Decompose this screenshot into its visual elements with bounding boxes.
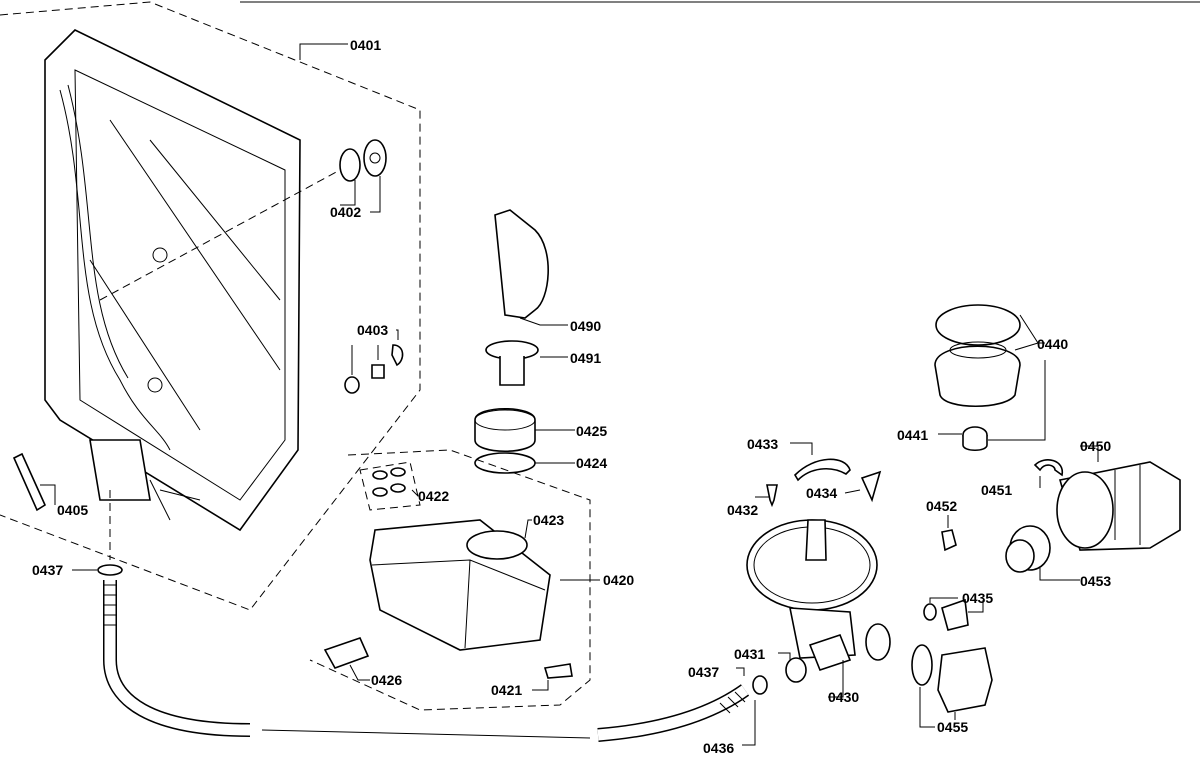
label-0425: 0425 (576, 423, 607, 439)
seals-0422 (372, 467, 406, 497)
lid-0425 (474, 407, 536, 453)
label-0405: 0405 (57, 502, 88, 518)
group-outline-0422 (359, 461, 421, 511)
label-0420: 0420 (603, 572, 634, 588)
valve-0426 (323, 637, 370, 669)
group-outline-0401 (0, 1, 421, 611)
impeller-0441 (962, 426, 988, 452)
label-0440: 0440 (1037, 336, 1068, 352)
label-0434: 0434 (806, 485, 837, 501)
label-0424: 0424 (576, 455, 607, 471)
clip-0452 (941, 529, 957, 552)
label-0432: 0432 (727, 502, 758, 518)
label-0441: 0441 (897, 427, 928, 443)
label-0452: 0452 (926, 498, 957, 514)
label-0437-right: 0437 (688, 664, 719, 680)
sump-0430 (746, 519, 891, 671)
clamp-0451 (1033, 459, 1063, 477)
bracket-0433 (793, 458, 851, 482)
softener-0420 (369, 519, 551, 651)
label-0433: 0433 (747, 436, 778, 452)
cap-0491 (485, 340, 539, 386)
label-0450: 0450 (1080, 438, 1111, 454)
label-0431: 0431 (734, 646, 765, 662)
clamp-0437-right (752, 675, 768, 695)
group-outline-0420 (309, 449, 591, 711)
label-0421: 0421 (491, 682, 522, 698)
label-0453: 0453 (1080, 573, 1111, 589)
drain-hose-0436 (103, 580, 750, 742)
label-0402: 0402 (330, 204, 361, 220)
side-panel-0401 (44, 29, 301, 532)
seal-0455 (911, 644, 933, 686)
label-0423: 0423 (533, 512, 564, 528)
funnel-0490 (494, 209, 549, 319)
drain-pump-0455 (937, 647, 993, 713)
label-0437-left: 0437 (32, 562, 63, 578)
valve-0431 (785, 657, 807, 683)
label-0430: 0430 (828, 689, 859, 705)
label-0436: 0436 (703, 740, 734, 756)
label-0426: 0426 (371, 672, 402, 688)
label-0490: 0490 (570, 318, 601, 334)
screw-0432 (766, 484, 778, 508)
label-0403: 0403 (357, 322, 388, 338)
seal-0402 (339, 139, 387, 182)
clip-0405 (12, 452, 47, 512)
label-0455: 0455 (937, 719, 968, 735)
heat-pump-0450 (1056, 461, 1181, 551)
label-0422: 0422 (418, 488, 449, 504)
clip-0421 (543, 663, 573, 679)
seal-0435 (923, 603, 937, 621)
label-0435: 0435 (962, 590, 993, 606)
clamp-0437 (97, 564, 123, 576)
guide-line (99, 169, 341, 301)
label-0491: 0491 (570, 350, 601, 366)
pump-housing-0440 (934, 304, 1021, 408)
fastener-0403 (344, 344, 404, 394)
label-0401: 0401 (350, 37, 381, 53)
sensor-0435 (941, 598, 969, 631)
connector-0453 (1005, 525, 1051, 573)
label-0451: 0451 (981, 482, 1012, 498)
clip-0434 (860, 470, 882, 503)
